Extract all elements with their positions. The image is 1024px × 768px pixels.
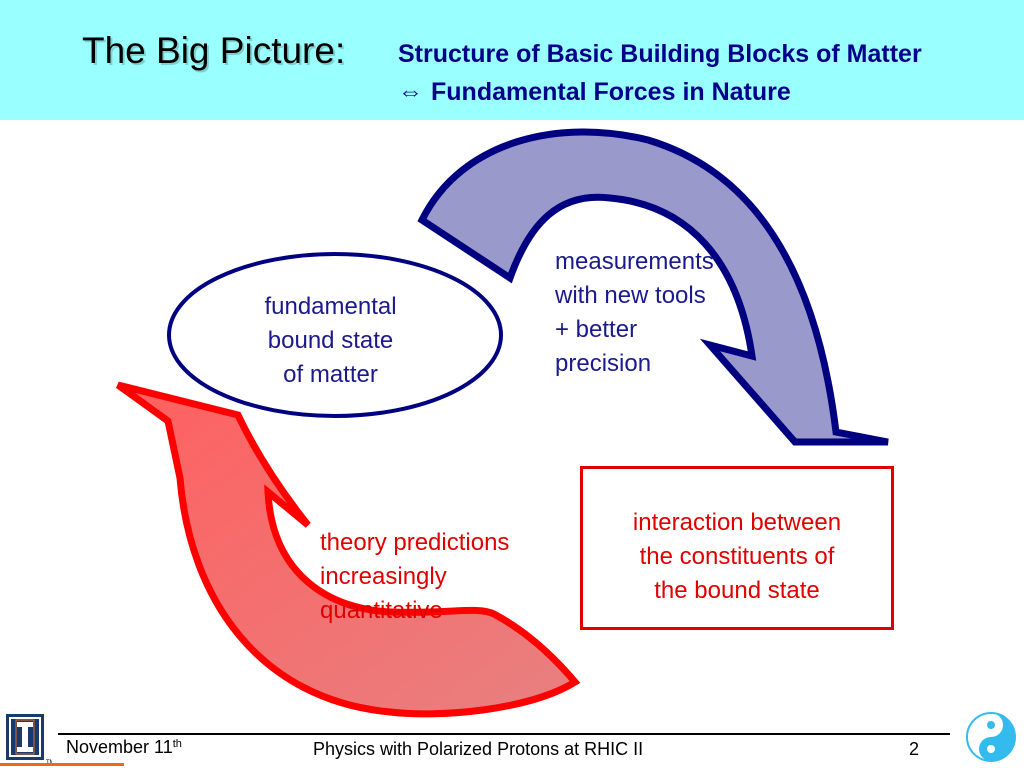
footer-title: Physics with Polarized Protons at RHIC I… (313, 739, 644, 759)
interaction-line: the constituents of (639, 543, 835, 570)
interaction-label: interaction between the constituents of … (583, 506, 891, 608)
footer-date: November 11th (66, 737, 182, 758)
bound-state-line: fundamental (264, 293, 397, 320)
measurements-line: measurements (555, 248, 714, 275)
measurements-line: with new tools (555, 282, 706, 309)
interaction-line: interaction between (632, 509, 842, 536)
theory-arrow (115, 381, 581, 718)
slide-title: The Big Picture: (82, 30, 346, 71)
footer-date-sup: th (172, 738, 182, 750)
bound-state-line: of matter (283, 361, 378, 388)
theory-line: quantitative (320, 597, 443, 624)
theory-label: theory predictions increasingly quantita… (320, 526, 560, 628)
footer-rule (58, 733, 950, 735)
measurements-line: + better (555, 316, 638, 343)
theory-line: theory predictions (320, 529, 510, 556)
slide-subtitle-line2-text: Fundamental Forces in Nature (431, 78, 791, 106)
measurement-arrow (417, 128, 889, 446)
slide-subtitle-line1: Structure of Basic Building Blocks of Ma… (398, 40, 922, 68)
bound-state-ellipse (167, 252, 503, 418)
theory-line: increasingly (320, 563, 447, 590)
interaction-line: the bound state (654, 577, 820, 604)
university-of-illinois-logo-icon: TM (6, 714, 52, 766)
footer-date-text: November 11 (66, 737, 173, 757)
page-number: 2 (909, 739, 920, 759)
title-banner: The Big Picture: Structure of Basic Buil… (0, 0, 1024, 120)
slide-subtitle-line2: ⇔ Fundamental Forces in Nature (398, 78, 791, 107)
bound-state-line: bound state (267, 327, 394, 354)
footer-accent-bar (0, 763, 124, 766)
interaction-box: interaction between the constituents of … (580, 466, 894, 630)
bound-state-label: fundamental bound state of matter (228, 290, 433, 392)
measurements-line: precision (555, 350, 652, 377)
yin-yang-logo-icon (966, 712, 1016, 762)
double-arrow-icon: ⇔ (398, 78, 423, 106)
measurements-label: measurements with new tools + better pre… (555, 245, 755, 381)
